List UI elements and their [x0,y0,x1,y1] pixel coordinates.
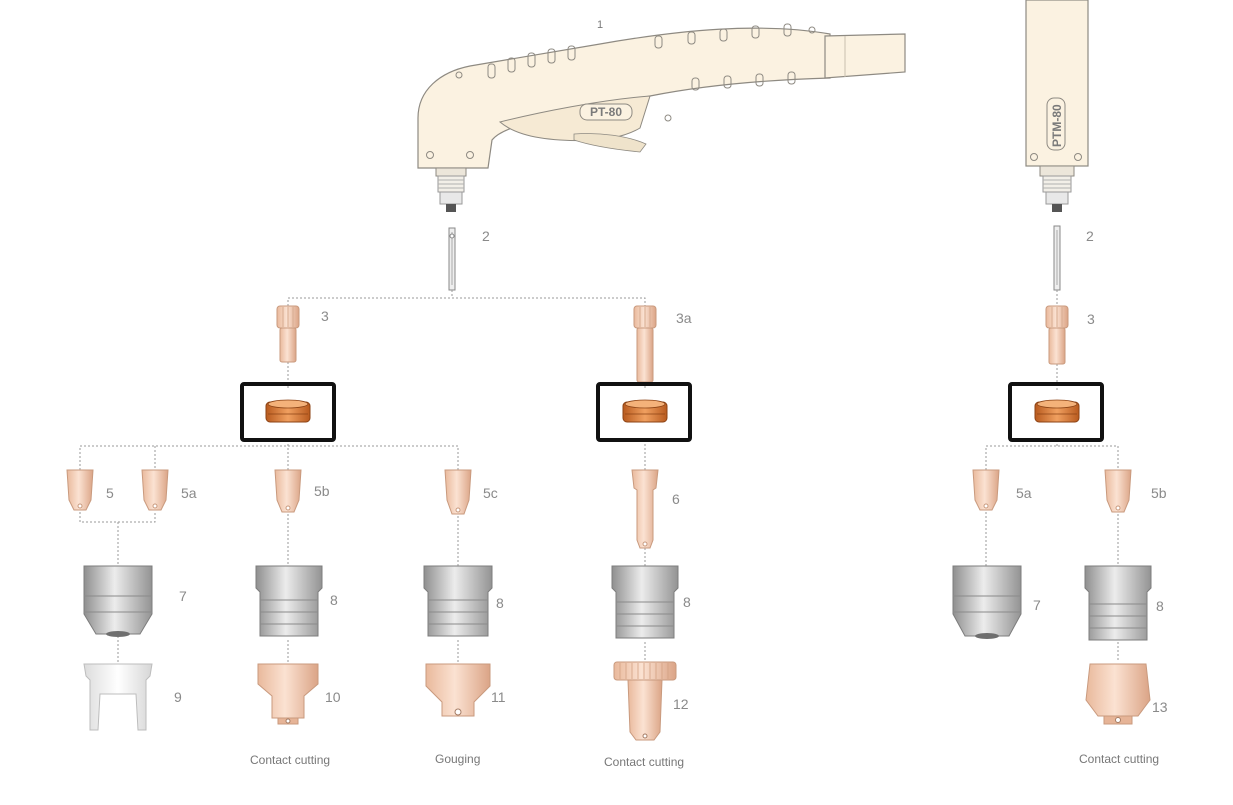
ptm80-model-label: PTM-80 [1050,104,1064,147]
cup-8-right [1084,565,1152,641]
caption-contact-cutting-13: Contact cutting [1079,752,1160,766]
label-7: 7 [179,588,187,604]
label-5c: 5c [483,485,498,501]
label-2-left: 2 [482,228,490,244]
label-5b-right: 5b [1151,485,1167,501]
start-cartridge-right [1053,225,1061,291]
caption-contact-cutting-10: Contact cutting [250,753,331,767]
cup-8-c [611,565,679,639]
label-13: 13 [1152,699,1168,715]
highlight-box-left [240,382,336,442]
label-8-c: 8 [683,594,691,610]
tip-5c [444,469,472,515]
pt80-model-label: PT-80 [590,105,622,119]
highlight-box-right [1008,382,1104,442]
label-8-a: 8 [330,592,338,608]
label-10: 10 [325,689,341,705]
caption-gouging-11: Gouging [435,752,481,766]
cup-7 [83,565,153,637]
swirl-ring-middle [622,399,668,423]
tip-5b-right [1104,469,1132,513]
part-10-contact-nozzle [257,663,319,725]
connector-lines [79,290,1119,662]
label-2-right: 2 [1086,228,1094,244]
tip-5 [66,469,94,511]
start-cartridge-left [448,227,456,291]
tip-6 [631,469,659,549]
tip-5b [274,469,302,513]
label-3a: 3a [676,310,692,326]
label-3-right: 3 [1087,311,1095,327]
cup-8-b [423,565,493,637]
pt80-torch: PT-80 [417,23,906,212]
part-11-gouging-nozzle [425,663,491,717]
label-8-right: 8 [1156,598,1164,614]
part-number-1: 1 [597,19,603,31]
electrode-3-left [276,305,300,363]
label-12: 12 [673,696,689,712]
tip-5a-right [972,469,1000,511]
cup-7-right [952,565,1022,639]
label-8-b: 8 [496,595,504,611]
label-11: 11 [491,689,506,705]
tip-5a [141,469,169,511]
part-12-contact-nozzle-long [613,661,677,741]
caption-contact-cutting-12: Contact cutting [604,755,685,769]
cup-8-a [255,565,323,637]
label-5: 5 [106,485,114,501]
label-5a: 5a [181,485,197,501]
label-5b: 5b [314,483,330,499]
label-7-right: 7 [1033,597,1041,613]
label-9: 9 [174,689,182,705]
label-6: 6 [672,491,680,507]
swirl-ring-left [265,399,311,423]
electrode-3a-long [633,305,657,383]
ptm80-torch: PTM-80 [1025,0,1089,212]
swirl-ring-right [1034,399,1080,423]
label-3-left: 3 [321,308,329,324]
part-9-standoff-guide [83,663,153,731]
highlight-box-middle [596,382,692,442]
part-13-contact-nozzle [1085,663,1151,725]
electrode-3-right [1045,305,1069,365]
label-5a-right: 5a [1016,485,1032,501]
